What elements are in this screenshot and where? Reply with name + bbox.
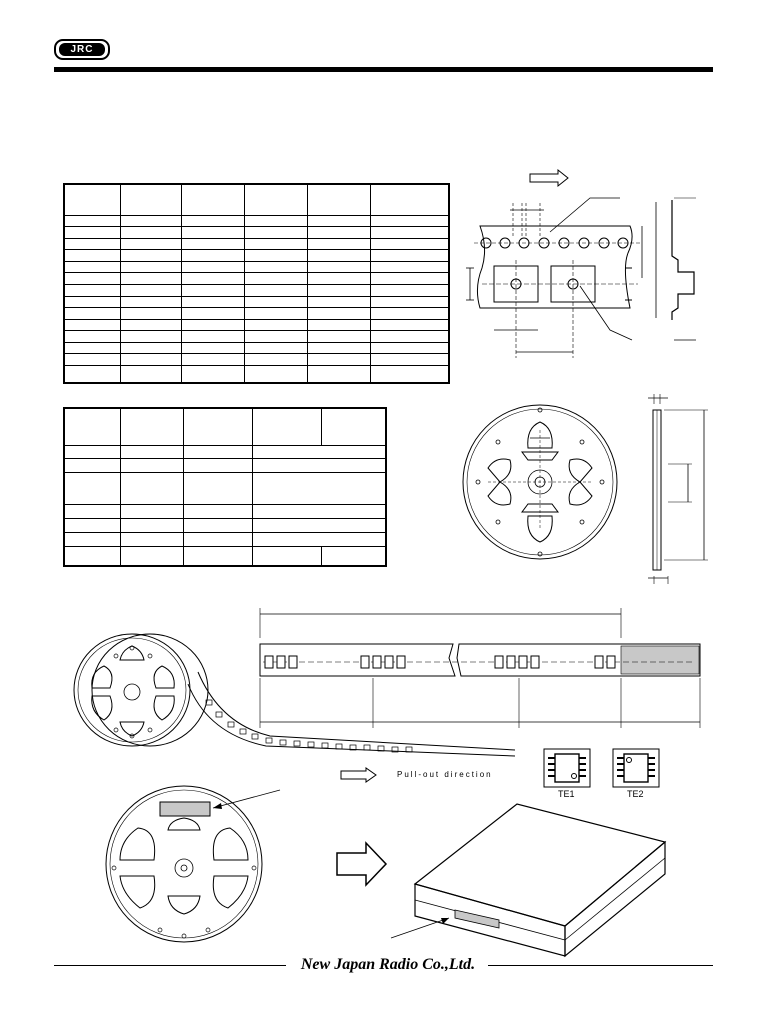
big-arrow-icon bbox=[336, 841, 388, 887]
te2-label: TE2 bbox=[627, 789, 644, 799]
te2-package-icon bbox=[612, 748, 660, 788]
te1-package-icon bbox=[543, 748, 591, 788]
pull-out-arrow-icon bbox=[340, 767, 377, 783]
labeled-reel-drawing bbox=[105, 785, 281, 943]
jrc-logo-text: JRC bbox=[59, 43, 105, 56]
pull-out-label: Pull-out direction bbox=[397, 770, 493, 779]
footer-rule-left bbox=[54, 965, 286, 966]
tape-leader-drawing bbox=[259, 608, 701, 728]
packing-box-drawing bbox=[390, 803, 667, 958]
te1-label: TE1 bbox=[558, 789, 575, 799]
tape-dimension-table bbox=[63, 183, 450, 384]
reel-dimension-table bbox=[63, 407, 387, 567]
reel-drawing bbox=[462, 394, 708, 584]
reel-pullout-drawing bbox=[73, 633, 516, 757]
jrc-logo: JRC bbox=[54, 39, 110, 60]
tape-drawing bbox=[466, 168, 696, 358]
header-rule bbox=[54, 67, 713, 72]
footer-rule-right bbox=[488, 965, 713, 966]
footer-brand: New Japan Radio Co.,Ltd. bbox=[300, 956, 476, 973]
